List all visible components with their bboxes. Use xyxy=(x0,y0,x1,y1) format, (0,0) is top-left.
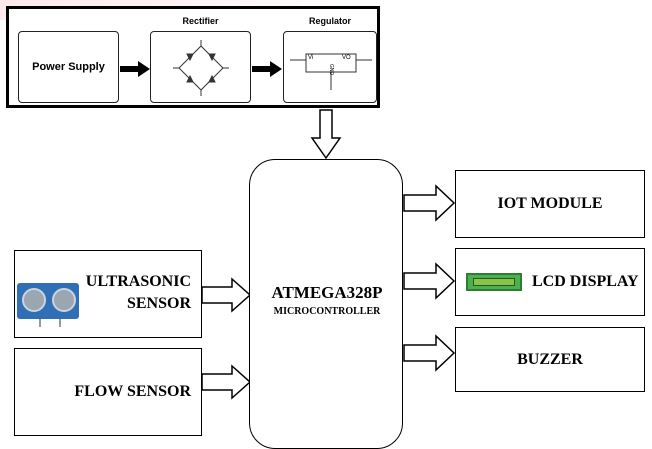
rectifier-block xyxy=(150,31,251,103)
buzzer-label: BUZZER xyxy=(517,350,583,368)
microcontroller-name: ATMEGA328P xyxy=(271,283,383,302)
flow-sensor-label: FLOW SENSOR xyxy=(74,383,191,400)
connector-arrows xyxy=(120,61,456,400)
microcontroller-block: ATMEGA328P MICROCONTROLLER xyxy=(249,159,403,449)
rectifier-label: Rectifier xyxy=(182,16,219,26)
microcontroller-subtitle: MICROCONTROLLER xyxy=(273,306,381,317)
arrow-rectifier-to-regulator xyxy=(252,61,282,77)
regulator-pin-vin: Vi xyxy=(308,55,314,61)
regulator-ic-icon xyxy=(290,53,372,90)
flow-sensor-block: FLOW SENSOR xyxy=(14,348,202,436)
ultrasonic-sensor-block: ULTRASONIC SENSOR xyxy=(14,250,202,338)
arrow-power-to-mcu xyxy=(310,109,342,160)
iot-module-block: IOT MODULE xyxy=(455,170,645,238)
transducer-left xyxy=(22,288,46,312)
regulator-label: Regulator xyxy=(308,16,351,26)
arrow-mcu-to-buzzer xyxy=(403,334,456,372)
ultrasonic-label-line1: ULTRASONIC xyxy=(85,273,191,290)
sensor-pins xyxy=(39,319,61,327)
arrow-mcu-to-lcd xyxy=(403,262,456,300)
regulator-pin-vout: VO xyxy=(342,55,351,61)
buzzer-block: BUZZER xyxy=(455,327,645,392)
lcd-icon xyxy=(466,273,522,291)
bridge-rectifier-icon xyxy=(173,40,229,96)
lcd-display-label: LCD DISPLAY xyxy=(532,273,639,290)
power-supply-block: Power Supply xyxy=(18,31,119,103)
iot-module-label: IOT MODULE xyxy=(497,195,603,212)
regulator-pin-gnd: GND xyxy=(328,64,334,76)
ultrasonic-sensor-image xyxy=(17,283,79,327)
arrow-ultrasonic-to-mcu xyxy=(201,277,252,313)
transducer-right xyxy=(52,288,76,312)
arrow-flow-to-mcu xyxy=(201,364,252,400)
lcd-display-block: LCD DISPLAY xyxy=(455,248,645,316)
regulator-block: Vi VO GND xyxy=(283,31,377,103)
arrow-mcu-to-iot xyxy=(403,184,456,222)
ultrasonic-label-line2: SENSOR xyxy=(126,295,191,312)
power-supply-label: Power Supply xyxy=(32,61,105,73)
arrow-psu-to-rectifier xyxy=(120,61,150,77)
